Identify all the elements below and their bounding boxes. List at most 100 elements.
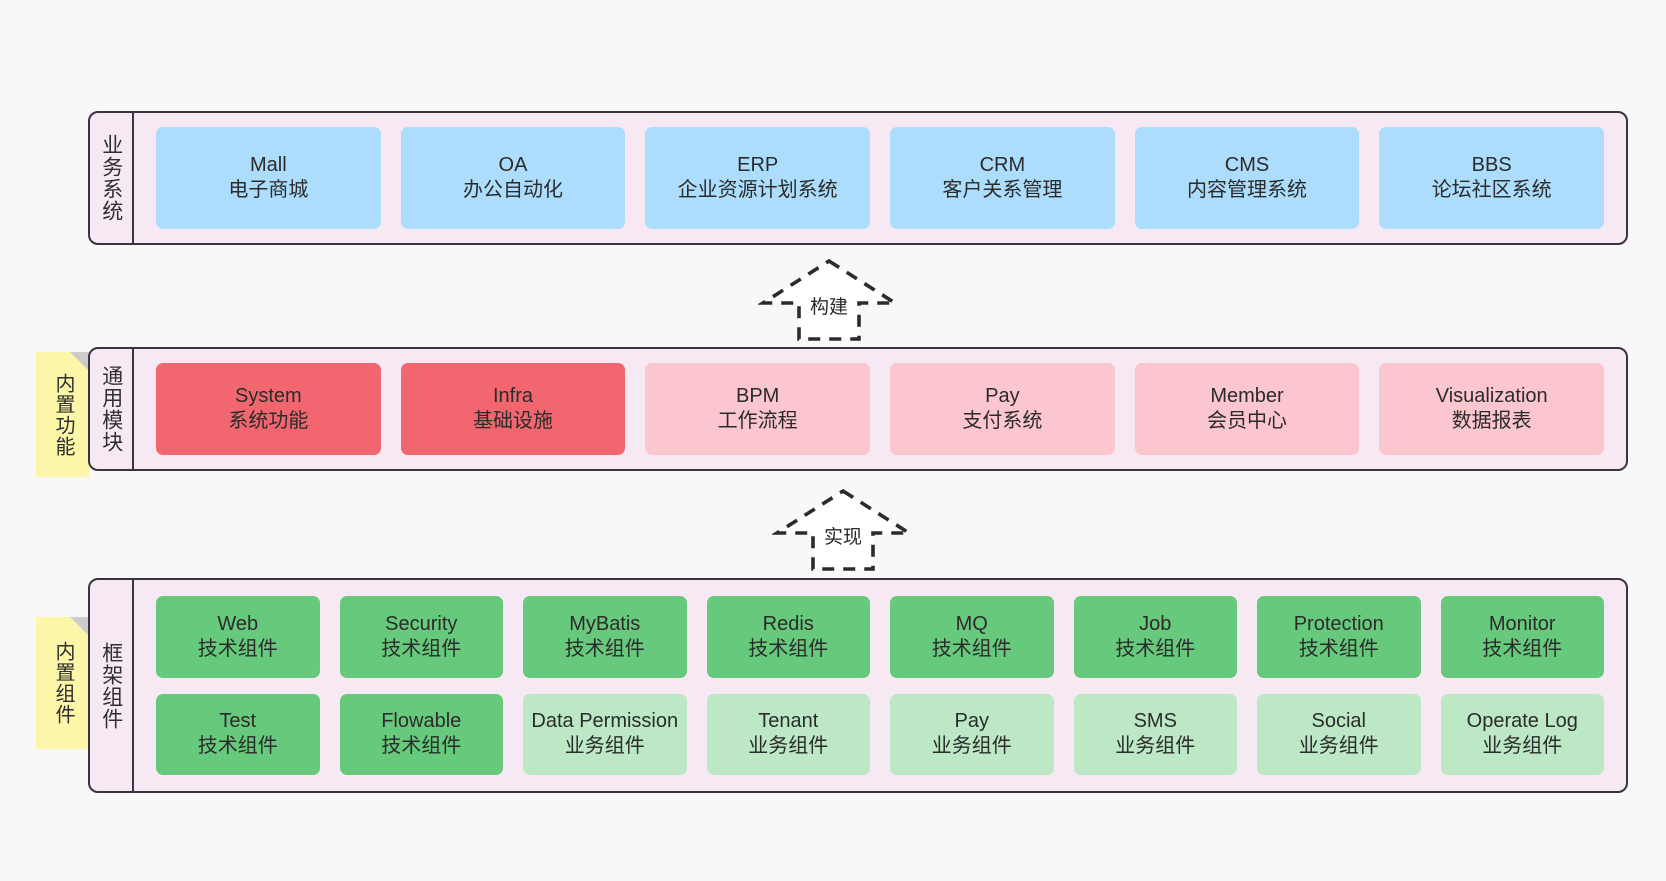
layer-common-module-cards: System 系统功能 Infra 基础设施 BPM 工作流程 Pay 支付系统… [134,349,1626,469]
connector-implement-arrow-shape [770,488,916,571]
card-mq[interactable]: MQ 技术组件 [890,596,1054,678]
card-subtitle: 内容管理系统 [1187,179,1308,201]
card-subtitle: 支付系统 [962,410,1043,432]
card-subtitle: 办公自动化 [463,179,563,201]
card-subtitle: 技术组件 [748,637,829,660]
note-fold-corner-icon [70,352,89,371]
card-subtitle: 业务组件 [748,735,829,758]
card-tenant[interactable]: Tenant 业务组件 [706,693,870,775]
card-subtitle: 系统功能 [228,410,309,432]
card-title: Social [1311,710,1366,733]
card-title: CMS [1224,154,1270,176]
card-title: BPM [736,385,780,407]
card-title: Protection [1293,612,1384,635]
card-pay[interactable]: Pay 支付系统 [890,363,1115,455]
card-title: Redis [762,612,814,635]
framework-row-tech: Web 技术组件 Security 技术组件 MyBatis 技术组件 Redi… [146,596,1614,678]
card-subtitle: 技术组件 [381,735,462,758]
card-security[interactable]: Security 技术组件 [339,596,503,678]
card-subtitle: 基础设施 [473,410,553,432]
card-title: Flowable [381,710,462,733]
card-title: Monitor [1488,612,1556,635]
card-subtitle: 工作流程 [717,410,798,432]
card-mybatis[interactable]: MyBatis 技术组件 [523,596,687,678]
card-social[interactable]: Social 业务组件 [1257,693,1421,775]
card-title: Mall [250,154,287,176]
card-monitor[interactable]: Monitor 技术组件 [1440,596,1604,678]
card-title: MyBatis [569,612,641,635]
card-subtitle: 技术组件 [1298,637,1379,660]
card-title: MQ [955,612,988,635]
note-builtin-function: 内置功能 [36,352,89,477]
connector-implement-arrow: 实现 [770,488,916,572]
card-title: Pay [985,385,1020,407]
note-builtin-component: 内置组件 [36,617,89,749]
card-title: Data Permission [531,710,679,733]
card-title: CRM [979,154,1026,176]
card-bpm[interactable]: BPM 工作流程 [645,363,871,455]
card-protection[interactable]: Protection 技术组件 [1257,596,1421,678]
card-subtitle: 技术组件 [197,735,278,758]
layer-business-system-cards: Mall 电子商城 OA 办公自动化 ERP 企业资源计划系统 CRM 客户关系… [134,113,1626,243]
card-visualization[interactable]: Visualization 数据报表 [1379,363,1605,455]
card-subtitle: 业务组件 [1298,735,1379,758]
card-mall[interactable]: Mall 电子商城 [156,127,381,229]
card-sms[interactable]: SMS 业务组件 [1073,693,1237,775]
card-redis[interactable]: Redis 技术组件 [706,596,870,678]
note-builtin-component-text: 内置组件 [52,641,74,725]
card-subtitle: 企业资源计划系统 [677,179,838,201]
card-system[interactable]: System 系统功能 [156,363,381,455]
card-subtitle: 数据报表 [1451,410,1532,432]
card-title: Security [385,612,458,635]
card-subtitle: 技术组件 [564,637,645,660]
card-subtitle: 技术组件 [381,637,462,660]
layer-business-system-label: 业务系统 [90,113,134,243]
card-flowable[interactable]: Flowable 技术组件 [339,693,503,775]
connector-implement-label: 实现 [824,527,863,548]
layer-business-system: 业务系统 Mall 电子商城 OA 办公自动化 ERP 企业资源计划系统 CRM… [88,111,1628,245]
card-title: Tenant [758,710,819,733]
card-operate-log[interactable]: Operate Log 业务组件 [1440,693,1604,775]
layer-framework-component-label: 框架组件 [90,580,134,791]
card-title: Pay [954,710,989,733]
card-subtitle: 会员中心 [1207,410,1288,432]
layer-framework-component: 框架组件 Web 技术组件 Security 技术组件 MyBatis 技术组件… [88,578,1628,793]
card-subtitle: 业务组件 [931,735,1012,758]
connector-build-arrow-shape [756,258,902,341]
card-test[interactable]: Test 技术组件 [156,693,320,775]
layer-framework-component-cards: Web 技术组件 Security 技术组件 MyBatis 技术组件 Redi… [134,580,1626,791]
card-crm[interactable]: CRM 客户关系管理 [890,127,1115,229]
card-oa[interactable]: OA 办公自动化 [400,127,626,229]
card-subtitle: 技术组件 [1115,637,1196,660]
card-subtitle: 电子商城 [228,179,309,201]
card-data-permission[interactable]: Data Permission 业务组件 [523,693,687,775]
card-infra[interactable]: Infra 基础设施 [400,363,626,455]
layer-common-module-label: 通用模块 [90,349,134,469]
card-subtitle: 业务组件 [1115,735,1196,758]
card-subtitle: 业务组件 [1482,735,1563,758]
card-job[interactable]: Job 技术组件 [1073,596,1237,678]
card-member[interactable]: Member 会员中心 [1134,363,1360,455]
card-title: System [234,385,302,407]
card-web[interactable]: Web 技术组件 [156,596,320,678]
card-bbs[interactable]: BBS 论坛社区系统 [1379,127,1605,229]
card-subtitle: 业务组件 [564,735,645,758]
card-subtitle: 客户关系管理 [942,179,1063,201]
card-title: Member [1210,385,1284,407]
note-builtin-function-text: 内置功能 [52,372,74,457]
card-subtitle: 技术组件 [197,637,278,660]
connector-build-label: 构建 [810,297,849,318]
card-title: BBS [1471,154,1512,176]
card-subtitle: 论坛社区系统 [1431,179,1552,201]
card-title: Test [219,710,257,733]
card-title: Visualization [1435,385,1548,407]
framework-row-biz: Test 技术组件 Flowable 技术组件 Data Permission … [146,693,1614,775]
card-cms[interactable]: CMS 内容管理系统 [1134,127,1360,229]
connector-build-arrow: 构建 [756,258,902,342]
card-erp[interactable]: ERP 企业资源计划系统 [645,127,871,229]
card-pay-biz[interactable]: Pay 业务组件 [890,693,1054,775]
card-title: SMS [1133,710,1177,733]
card-title: Operate Log [1466,710,1578,733]
card-title: Job [1139,612,1172,635]
